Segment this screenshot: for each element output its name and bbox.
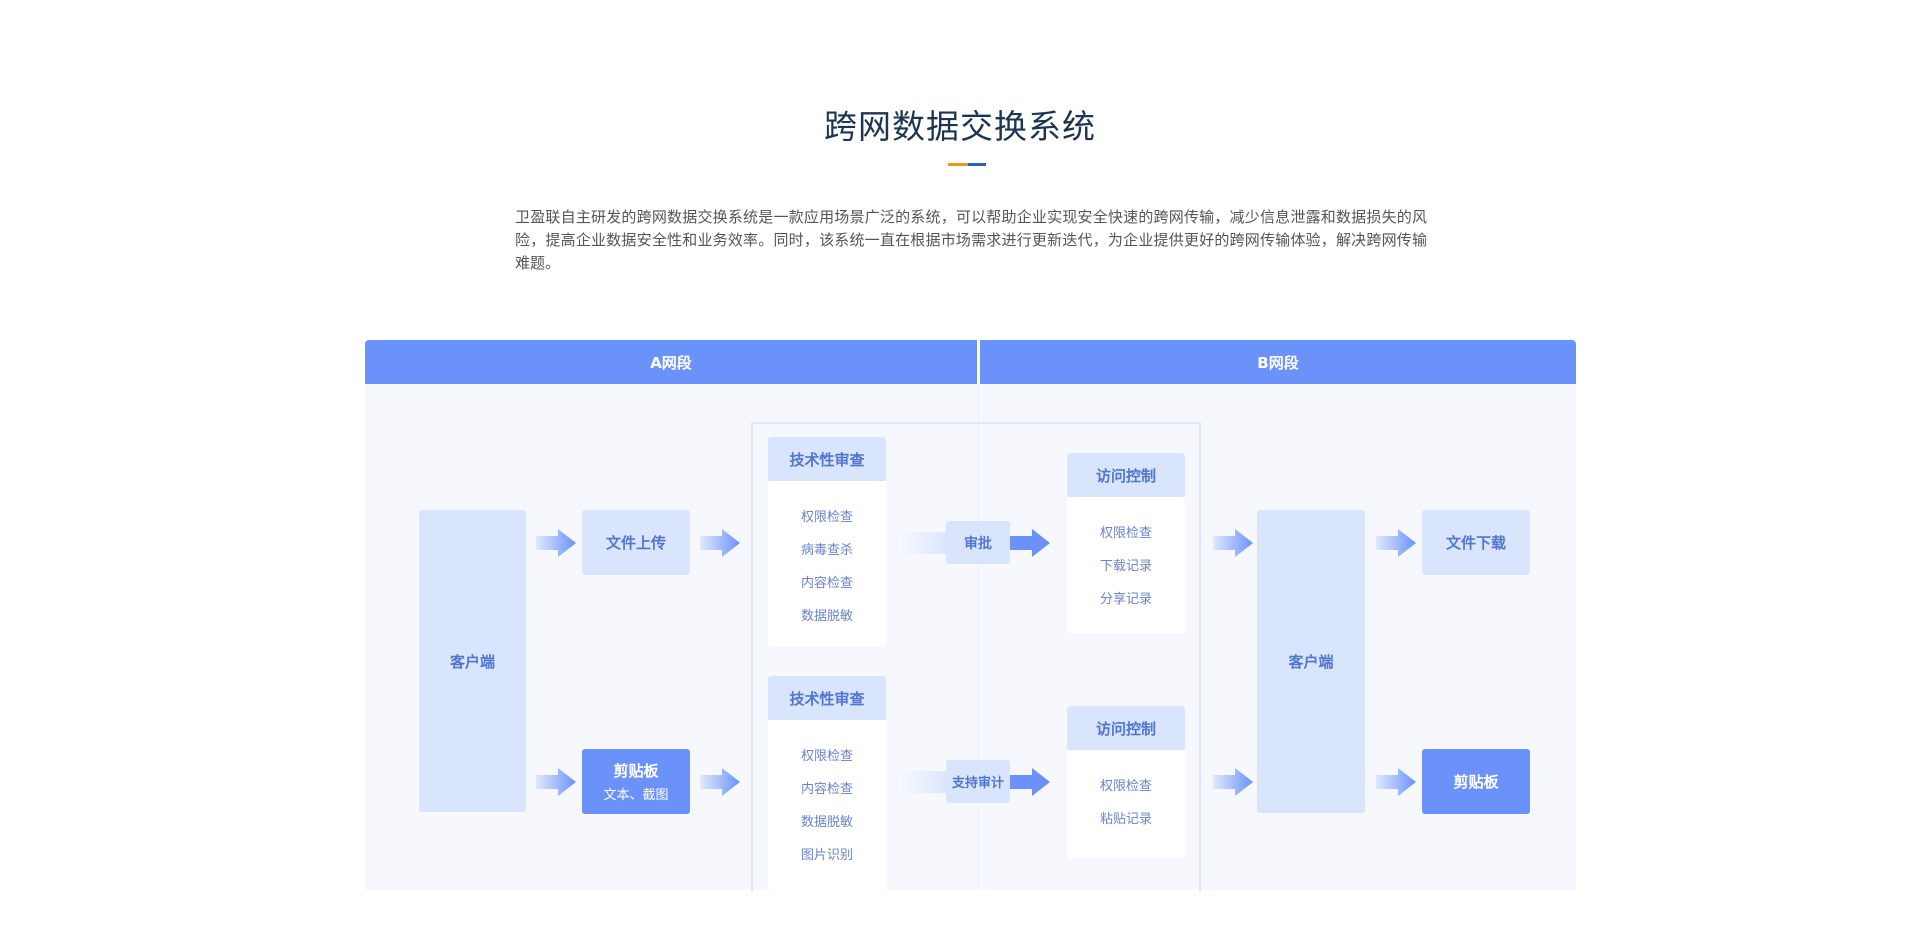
access-item: 分享记录	[1099, 592, 1152, 607]
client-a-box: 客户端	[419, 510, 526, 812]
file-download-label: 文件下载	[1445, 534, 1506, 552]
access-top-title: 访问控制	[1067, 453, 1185, 497]
arrow-icon	[1213, 529, 1253, 557]
access-top-card: 访问控制 权限检查 下载记录 分享记录	[1067, 453, 1185, 633]
page-title: 跨网数据交换系统	[824, 107, 1096, 146]
access-item: 权限检查	[1099, 779, 1152, 794]
arrow-icon	[1376, 768, 1416, 796]
clipboard-a-box: 剪贴板 文本、截图	[582, 749, 690, 814]
tech-review-top-title: 技术性审查	[768, 437, 886, 481]
review-frame	[751, 422, 1201, 892]
tech-review-bottom-title: 技术性审查	[768, 676, 886, 720]
clipboard-b-label: 剪贴板	[1453, 773, 1499, 791]
arrow-icon	[536, 768, 576, 796]
access-item: 粘贴记录	[1099, 812, 1152, 827]
review-item: 权限检查	[800, 749, 853, 764]
arrow-icon	[1010, 768, 1050, 796]
tech-review-top-card: 技术性审查 权限检查 病毒查杀 内容检查 数据脱敏	[768, 437, 886, 647]
diagram-panel	[365, 384, 1576, 890]
arrow-icon	[536, 529, 576, 557]
file-upload-box: 文件上传	[582, 510, 690, 575]
segment-a-header: A网段	[365, 340, 977, 384]
underline-blue	[968, 163, 986, 166]
client-b-box: 客户端	[1257, 510, 1365, 813]
review-item: 病毒查杀	[800, 543, 853, 558]
access-item: 权限检查	[1099, 526, 1152, 541]
client-b-label: 客户端	[1288, 653, 1334, 671]
description: 卫盈联自主研发的跨网数据交换系统是一款应用场景广泛的系统，可以帮助企业实现安全快…	[515, 208, 1427, 272]
arrow-icon	[1010, 529, 1050, 557]
review-item: 内容检查	[800, 576, 853, 591]
clipboard-a-label: 剪贴板	[613, 762, 659, 780]
connector-tail	[900, 771, 950, 793]
arrow-icon	[700, 768, 740, 796]
segment-divider	[978, 384, 979, 890]
audit-box: 支持审计	[946, 760, 1010, 803]
file-download-box: 文件下载	[1422, 510, 1530, 575]
access-bottom-card: 访问控制 权限检查 粘贴记录	[1067, 706, 1185, 858]
access-item: 下载记录	[1099, 559, 1152, 574]
audit-label: 支持审计	[951, 776, 1004, 791]
approval-label: 审批	[964, 535, 992, 552]
access-bottom-title: 访问控制	[1067, 706, 1185, 750]
exchange-diagram: A网段 B网段 客户端 文件上传 剪贴板 文本、截图 技术性审查 权限检查 病毒…	[365, 340, 1576, 892]
review-item: 数据脱敏	[800, 815, 853, 830]
clipboard-b-box: 剪贴板	[1422, 749, 1530, 814]
review-item: 权限检查	[800, 510, 853, 525]
arrow-icon	[1376, 529, 1416, 557]
review-item: 内容检查	[800, 782, 853, 797]
arrow-icon	[1213, 768, 1253, 796]
file-upload-label: 文件上传	[605, 534, 666, 552]
title-underline	[948, 163, 986, 166]
arrow-icon	[700, 529, 740, 557]
tech-review-bottom-card: 技术性审查 权限检查 内容检查 数据脱敏 图片识别	[768, 676, 886, 890]
segment-b-header: B网段	[980, 340, 1576, 384]
clipboard-a-sub: 文本、截图	[603, 788, 669, 803]
review-item: 图片识别	[800, 848, 853, 863]
client-a-label: 客户端	[449, 652, 495, 671]
connector-tail	[900, 532, 950, 554]
underline-orange	[948, 163, 968, 166]
approval-box: 审批	[946, 521, 1010, 564]
review-item: 数据脱敏	[800, 609, 853, 624]
